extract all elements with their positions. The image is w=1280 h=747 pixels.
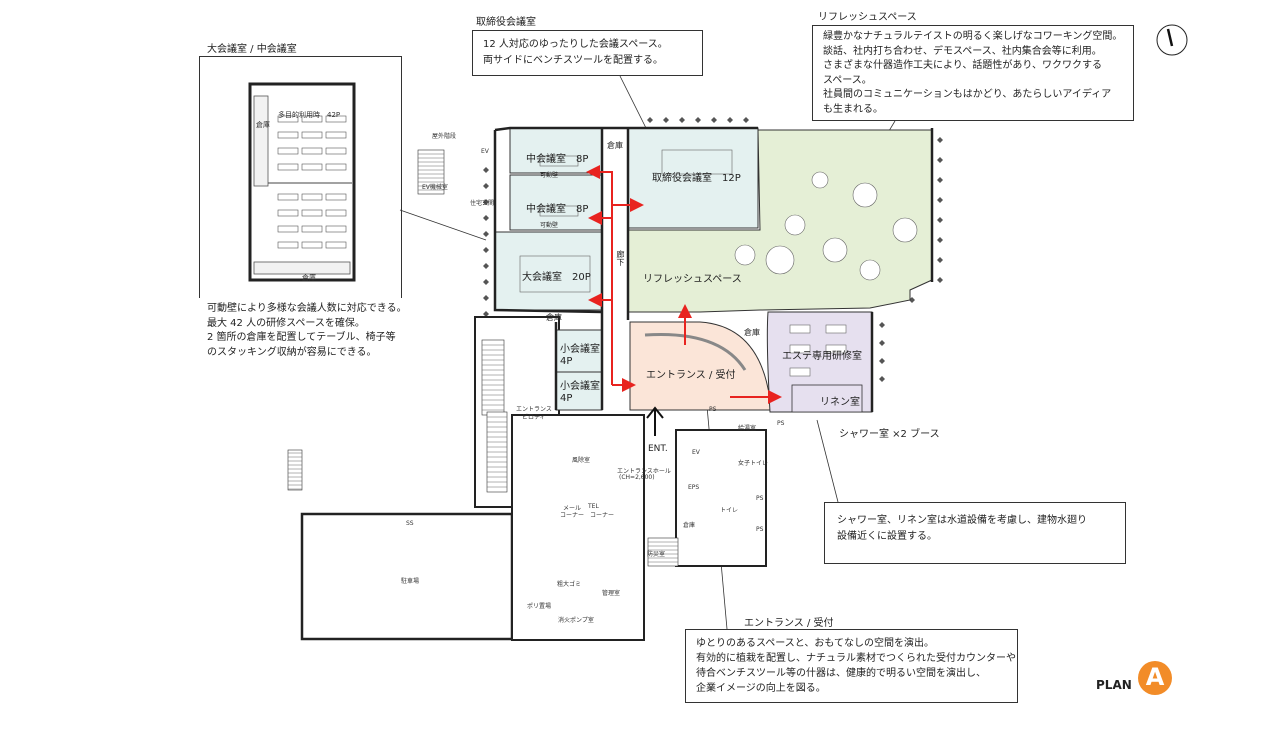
storage-small: 倉庫 xyxy=(683,522,696,529)
inset-use-label: 多目的利用時 42P xyxy=(278,111,341,119)
water-heater-room: 給湯室 xyxy=(738,425,757,432)
entrance-hall-ch: (CH=2,600) xyxy=(619,474,655,481)
entrance-note-title: エントランス / 受付 xyxy=(744,618,834,629)
poly-storage: ポリ置場 xyxy=(527,603,552,610)
inset-note: 可動壁により多様な会議人数に対応できる。最大 42 人の研修スペースを確保。2 … xyxy=(199,298,407,368)
inset-storage-bottom: 倉庫 xyxy=(302,274,316,282)
large-meeting-room: 大会議室 20P xyxy=(522,272,591,283)
corridor: 廊下 xyxy=(616,250,625,266)
ps-label-3: PS xyxy=(756,495,764,502)
house-entry: 住宅玄関 xyxy=(470,200,495,207)
corner-labels: コーナー コーナー xyxy=(560,512,615,519)
inset-title: 大会議室 / 中会議室 xyxy=(207,44,297,55)
storage-top: 倉庫 xyxy=(607,141,623,150)
disaster-room: 防災室 xyxy=(647,551,666,558)
refresh-space: リフレッシュスペース xyxy=(643,274,742,285)
female-toilet: 女子トイレ xyxy=(738,460,769,467)
plan-text: PLAN xyxy=(1096,678,1132,692)
eps: EPS xyxy=(688,484,700,491)
parking: 駐車場 xyxy=(401,578,420,585)
ps-label-1: PS xyxy=(709,406,717,413)
north-arrow-icon xyxy=(1156,24,1188,56)
board-note: 12 人対応のゆったりした会議スペース。両サイドにベンチスツールを配置する。 xyxy=(472,30,703,76)
bulky-waste: 粗大ゴミ xyxy=(557,581,582,588)
linen-room: リネン室 xyxy=(820,397,860,408)
entrance-hall: エントランスホール xyxy=(617,468,671,475)
fire-pump-room: 消火ポンプ室 xyxy=(558,617,594,624)
esthe-training-room: エステ専用研修室 xyxy=(782,351,862,362)
mail-corner: メール xyxy=(563,505,582,512)
storage-entrance: 倉庫 xyxy=(744,328,760,337)
management-room: 管理室 xyxy=(602,590,621,597)
pilotis-1: エントランス xyxy=(516,406,552,413)
entrance-mark: ENT. xyxy=(648,444,668,454)
shower-note: シャワー室、リネン室は水道設備を考慮し、建物水廻り設備近くに設置する。 xyxy=(824,502,1126,564)
pilotis-2: ピロティ xyxy=(522,414,546,421)
tel-corner: TEL xyxy=(588,503,599,510)
elevator-1: EV xyxy=(481,148,489,155)
ps-label-2: PS xyxy=(777,420,785,427)
entrance-note: ゆとりのあるスペースと、おもてなしの空間を演出。有効的に植栽を配置し、ナチュラル… xyxy=(685,629,1018,703)
plan-letter: A xyxy=(1145,663,1165,691)
mid-meeting-room-2: 中会議室 8P xyxy=(526,204,589,215)
ev-machine-room: EV機械室 xyxy=(422,184,448,191)
movable-wall-2: 可動壁 xyxy=(540,222,559,229)
ps-label-4: PS xyxy=(756,526,764,533)
board-room: 取締役会議室 12P xyxy=(652,173,741,184)
windbreak-room: 風除室 xyxy=(572,457,591,464)
inset-floorplan xyxy=(248,82,356,282)
elevator-2: EV xyxy=(692,449,700,456)
storage-mid: 倉庫 xyxy=(546,313,562,322)
ss-label: SS xyxy=(406,520,414,527)
movable-wall-1: 可動壁 xyxy=(540,172,559,179)
refresh-note: 緑豊かなナチュラルテイストの明るく楽しげなコワーキング空間。談話、社内打ち合わせ… xyxy=(812,25,1134,121)
toilet: トイレ xyxy=(720,507,739,514)
mid-meeting-room-1: 中会議室 8P xyxy=(526,154,589,165)
outdoor-stairs: 屋外階段 xyxy=(432,133,457,140)
refresh-note-title: リフレッシュスペース xyxy=(818,12,917,23)
inset-storage-left: 倉庫 xyxy=(256,121,270,129)
shower-label: シャワー室 ×2 ブース xyxy=(839,429,940,440)
entrance-reception: エントランス / 受付 xyxy=(646,370,736,381)
board-note-title: 取締役会議室 xyxy=(476,17,536,28)
